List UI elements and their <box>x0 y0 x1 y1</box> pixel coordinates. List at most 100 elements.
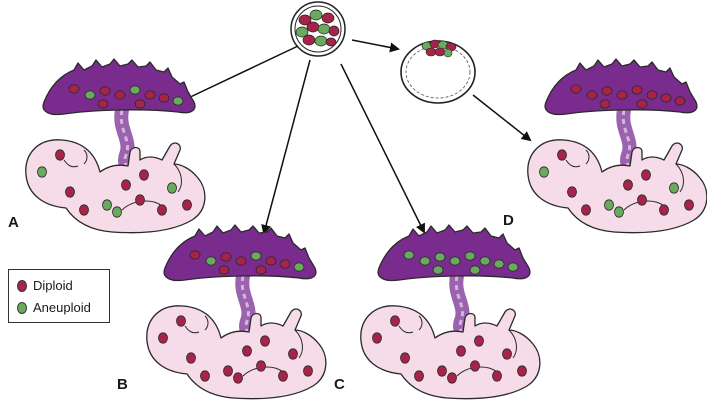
placenta-cell <box>616 90 628 100</box>
placenta-cell <box>432 265 444 275</box>
fetus-cell <box>278 370 288 382</box>
fetus-body <box>527 139 707 234</box>
fetus-body <box>25 139 206 234</box>
placenta-cell <box>674 96 686 106</box>
legend-label-aneuploid: Aneuploid <box>33 300 91 315</box>
placenta-cell <box>419 256 431 266</box>
placenta-cell <box>220 252 232 262</box>
fetus-placenta-b <box>146 224 327 400</box>
placenta-cell <box>84 90 96 100</box>
fetus-cell <box>182 199 192 211</box>
fetus-cell <box>539 166 549 178</box>
fetus-cell <box>437 365 447 377</box>
legend-label-diploid: Diploid <box>33 278 73 293</box>
fetus-cell <box>288 348 298 360</box>
aneuploid-swatch-icon <box>17 301 27 314</box>
placenta-cell <box>660 93 672 103</box>
diploid-swatch-icon <box>17 279 27 292</box>
placenta-cell <box>403 250 415 260</box>
panel-label-b: B <box>117 376 128 393</box>
fetus-cell <box>637 194 647 206</box>
fetus-cell <box>158 332 168 344</box>
fetus-cell <box>233 372 243 384</box>
panel-label-a: A <box>8 214 19 231</box>
placenta-cell <box>218 265 230 275</box>
blastocyst-icon <box>400 39 476 104</box>
fetus-cell <box>65 186 75 198</box>
fetus-cell <box>414 370 424 382</box>
fetus-cell <box>157 204 167 216</box>
fetus-cell <box>492 370 502 382</box>
placenta-cell <box>129 85 141 95</box>
arrow-to-b <box>261 59 311 235</box>
fetus-cell <box>79 204 89 216</box>
placenta-cell <box>68 84 80 94</box>
fetus-body <box>360 305 541 400</box>
fetus-cell <box>242 345 252 357</box>
placenta-cell <box>99 86 111 96</box>
fetus-cell <box>447 372 457 384</box>
arrow-to-d <box>472 94 532 142</box>
placenta-cell <box>479 256 491 266</box>
placenta-cell <box>144 90 156 100</box>
panel-label-c: C <box>334 376 345 393</box>
legend-item-aneuploid: Aneuploid <box>17 300 91 315</box>
fetus-cell <box>112 206 122 218</box>
fetus-cell <box>474 335 484 347</box>
placenta-cell <box>255 265 267 275</box>
fetus-cell <box>400 352 410 364</box>
placenta-cell <box>250 251 262 261</box>
fetus-cell <box>669 182 679 194</box>
fetus-cell <box>470 360 480 372</box>
placenta-cell <box>493 259 505 269</box>
early-embryo-icon <box>290 1 346 57</box>
fetus-cell <box>135 194 145 206</box>
placenta-cell <box>586 90 598 100</box>
placenta-cell <box>646 90 658 100</box>
fetus-placenta-d <box>527 58 707 234</box>
placenta-cell <box>114 90 126 100</box>
fetus-cell <box>303 365 313 377</box>
fetus-cell <box>604 199 614 211</box>
placenta-cell <box>235 256 247 266</box>
panel-label-d: D <box>503 212 514 229</box>
fetus-cell <box>659 204 669 216</box>
fetus-cell <box>55 149 65 161</box>
placenta-cell <box>599 99 611 109</box>
fetus-cell <box>517 365 527 377</box>
placenta-cell <box>172 96 184 106</box>
placenta-cell <box>507 262 519 272</box>
legend-item-diploid: Diploid <box>17 278 73 293</box>
fetus-cell <box>390 315 400 327</box>
placenta-cell <box>570 84 582 94</box>
placenta-cell <box>601 86 613 96</box>
fetus-cell <box>581 204 591 216</box>
fetus-cell <box>37 166 47 178</box>
fetus-cell <box>200 370 210 382</box>
fetus-cell <box>567 186 577 198</box>
fetus-cell <box>256 360 266 372</box>
fetus-cell <box>614 206 624 218</box>
placenta-cell <box>205 256 217 266</box>
fetus-cell <box>684 199 694 211</box>
arrow-to-a <box>182 45 299 102</box>
fetus-cell <box>623 179 633 191</box>
placenta-cell <box>97 99 109 109</box>
fetus-body <box>146 305 327 400</box>
legend: Diploid Aneuploid <box>8 269 110 323</box>
placenta-cell <box>469 265 481 275</box>
fetus-cell <box>139 169 149 181</box>
placenta-cell <box>631 85 643 95</box>
placenta <box>163 224 317 282</box>
fetus-cell <box>121 179 131 191</box>
placenta-cell <box>134 99 146 109</box>
placenta-cell <box>636 99 648 109</box>
placenta-cell <box>189 250 201 260</box>
fetus-cell <box>456 345 466 357</box>
placenta-cell <box>279 259 291 269</box>
placenta <box>544 58 698 116</box>
fetus-cell <box>372 332 382 344</box>
placenta-cell <box>265 256 277 266</box>
fetus-cell <box>557 149 567 161</box>
